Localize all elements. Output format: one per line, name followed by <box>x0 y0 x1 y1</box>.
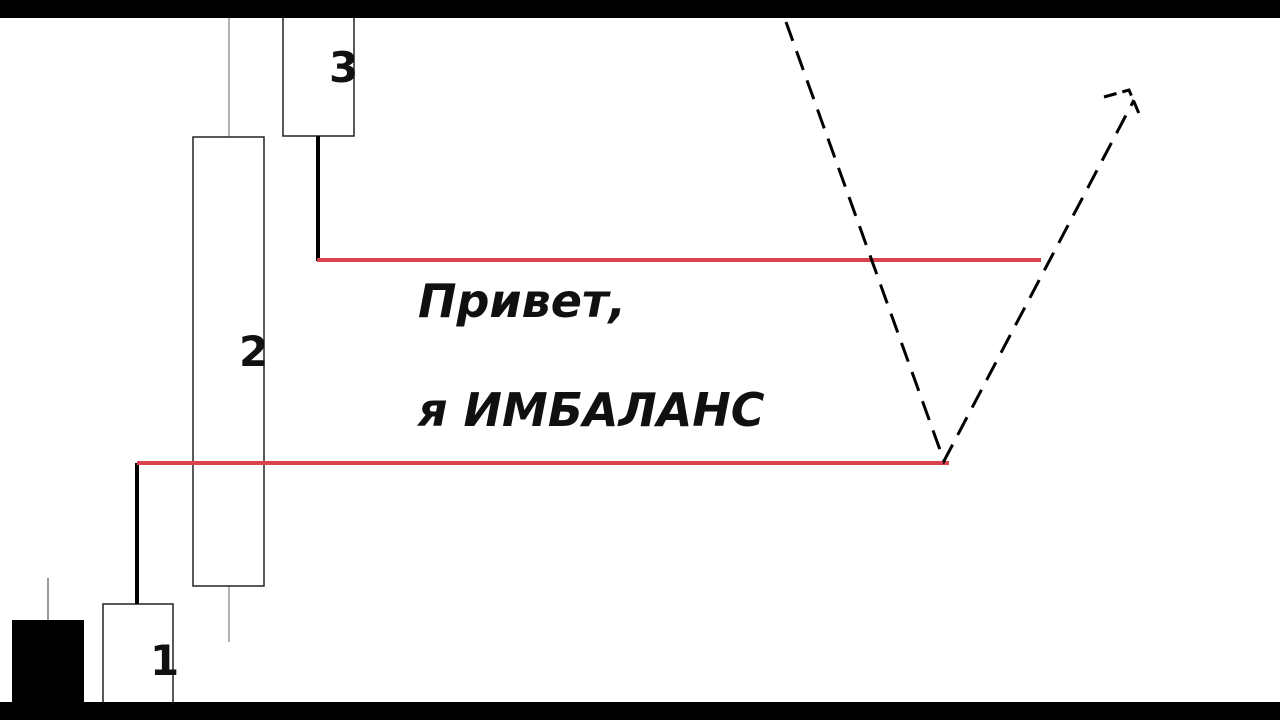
caption-greeting: Привет, <box>418 274 627 328</box>
candle-2: 2 <box>192 18 268 642</box>
candle-1: 1 <box>102 603 179 705</box>
candle-3-label: 3 <box>329 43 358 92</box>
bottom-frame-bar <box>0 702 1280 720</box>
content-background <box>0 18 1280 702</box>
candle-1-label: 1 <box>150 636 179 685</box>
arrowhead-icon <box>1103 88 1142 117</box>
candle-1-body <box>102 603 174 705</box>
candle-3: 3 <box>282 15 358 137</box>
price-path <box>784 21 1136 465</box>
candle-2-body <box>192 136 265 587</box>
candle-dark-body <box>12 620 84 704</box>
top-frame-bar <box>0 0 1280 18</box>
caption-imbalance: я ИМБАЛАНС <box>418 383 765 437</box>
candle-dark <box>12 578 84 704</box>
candle-2-label: 2 <box>239 327 268 376</box>
